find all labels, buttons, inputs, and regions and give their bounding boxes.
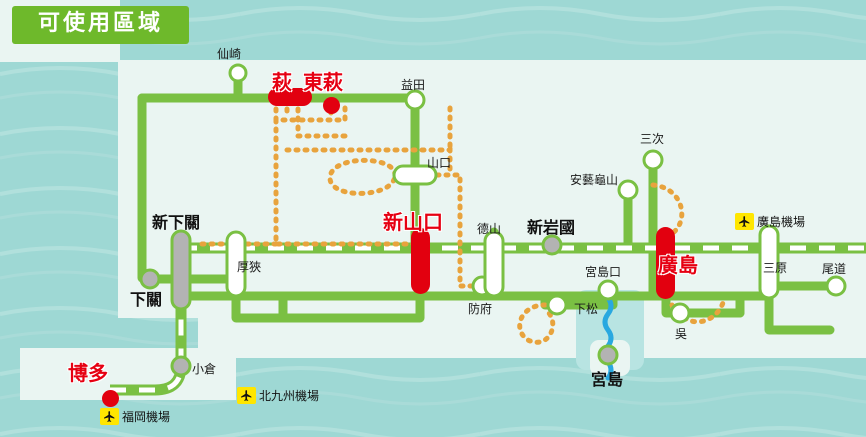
station-marker-shinshimonoseki[interactable] bbox=[170, 229, 192, 311]
station-label-shinshimonoseki: 新下關 bbox=[152, 213, 201, 232]
highlight-marker-hakata[interactable] bbox=[102, 390, 119, 407]
station-marker-masuda[interactable] bbox=[404, 89, 426, 111]
available-area-banner: 可使用區域 bbox=[12, 6, 190, 44]
station-marker-shiniwakuni[interactable] bbox=[541, 234, 563, 256]
station-label-yamaguchi: 山口 bbox=[427, 156, 452, 170]
station-label-akitakameyama: 安藝龜山 bbox=[570, 173, 619, 187]
station-label-tokuyama: 德山 bbox=[477, 222, 502, 236]
station-label-senzaki: 仙崎 bbox=[217, 47, 242, 61]
station-label-miyajima: 宮島 bbox=[591, 370, 624, 389]
airport-kitakyushu-airport[interactable]: 北九州機場 bbox=[237, 387, 319, 404]
station-marker-yamaguchi[interactable] bbox=[392, 164, 438, 186]
highlight-label-hiroshima: 廣島 bbox=[658, 253, 698, 277]
station-label-hofu: 防府 bbox=[468, 302, 493, 316]
banner-label: 可使用區域 bbox=[38, 11, 164, 36]
station-marker-onomichi[interactable] bbox=[825, 275, 847, 297]
highlight-label-hagi: 萩 bbox=[272, 70, 292, 94]
station-marker-asa[interactable] bbox=[225, 230, 247, 298]
highlight-marker-higashihagi[interactable] bbox=[323, 97, 340, 114]
station-marker-kure[interactable] bbox=[669, 302, 691, 324]
station-label-kokura: 小倉 bbox=[192, 362, 217, 376]
station-marker-kudamatsu[interactable] bbox=[546, 294, 568, 316]
station-marker-kokura[interactable] bbox=[170, 355, 192, 377]
station-marker-miyajimaguchi[interactable] bbox=[597, 279, 619, 301]
station-label-mihara: 三原 bbox=[763, 261, 788, 275]
highlight-station-markers bbox=[102, 88, 675, 407]
airport-name: 北九州機場 bbox=[259, 389, 320, 403]
station-marker-mihara[interactable] bbox=[758, 224, 780, 300]
station-label-asa: 厚狹 bbox=[237, 260, 262, 274]
airport-name: 廣島機場 bbox=[757, 215, 806, 229]
airplane-icon bbox=[735, 213, 754, 230]
airplane-icon bbox=[237, 387, 256, 404]
station-label-kudamatsu: 下松 bbox=[574, 302, 599, 316]
highlight-label-shinyamaguchi: 新山口 bbox=[383, 210, 443, 234]
highlight-marker-shinyamaguchi[interactable] bbox=[411, 228, 430, 294]
station-label-masuda: 益田 bbox=[401, 78, 426, 92]
station-label-onomichi: 尾道 bbox=[822, 262, 847, 276]
highlight-marker-hiroshima[interactable] bbox=[656, 227, 675, 299]
station-marker-senzaki[interactable] bbox=[228, 63, 248, 83]
station-marker-miyajima[interactable] bbox=[597, 344, 619, 366]
airport-hiroshima-airport[interactable]: 廣島機場 bbox=[735, 213, 805, 230]
station-marker-akitakameyama[interactable] bbox=[617, 179, 639, 201]
station-marker-miyoshi[interactable] bbox=[642, 149, 664, 171]
airplane-icon bbox=[100, 408, 119, 425]
highlight-marker-hagi[interactable] bbox=[268, 88, 312, 106]
airport-fukuoka-airport[interactable]: 福岡機場 bbox=[100, 408, 170, 425]
station-label-miyajimaguchi: 宮島口 bbox=[585, 265, 622, 279]
station-label-miyoshi: 三次 bbox=[640, 132, 665, 146]
highlight-label-higashihagi: 東萩 bbox=[303, 70, 343, 94]
station-markers bbox=[139, 63, 847, 377]
station-marker-tokuyama[interactable] bbox=[483, 230, 505, 298]
highlight-label-hakata: 博多 bbox=[68, 361, 108, 385]
airport-name: 福岡機場 bbox=[122, 410, 171, 424]
station-marker-shimonoseki[interactable] bbox=[139, 268, 161, 290]
station-label-shimonoseki: 下關 bbox=[130, 290, 163, 309]
station-label-kure: 吳 bbox=[675, 327, 688, 341]
station-label-shiniwakuni: 新岩國 bbox=[527, 218, 576, 237]
